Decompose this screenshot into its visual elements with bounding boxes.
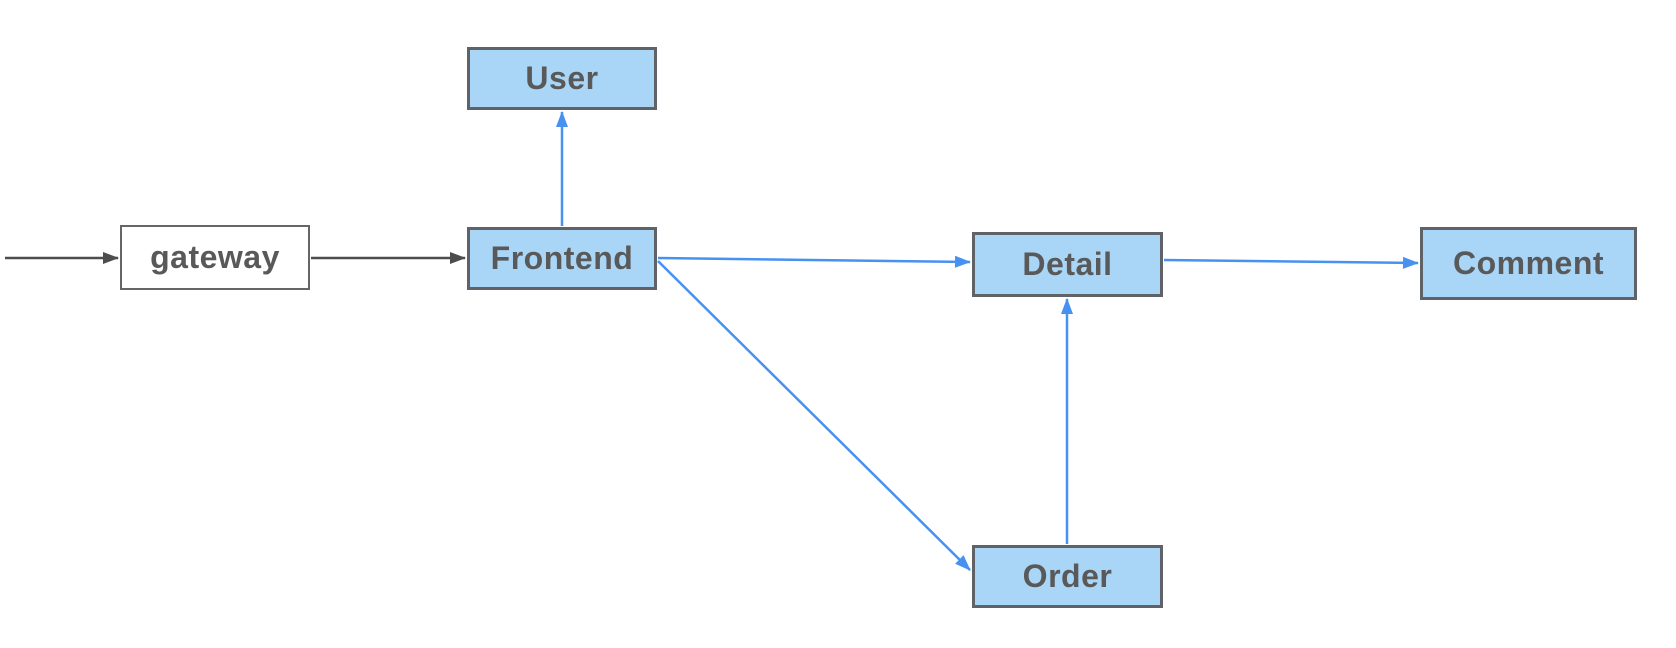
node-detail[interactable]: Detail [972,232,1163,297]
node-label-gateway: gateway [150,239,280,275]
node-gateway[interactable]: gateway [120,225,310,290]
node-label-frontend: Frontend [490,240,634,276]
node-user[interactable]: User [467,47,657,110]
node-label-comment: Comment [1452,245,1605,281]
node-comment[interactable]: Comment [1420,227,1637,300]
edge-frontend-to-order[interactable] [657,260,971,571]
node-order[interactable]: Order [972,545,1163,608]
node-label-order: Order [1022,558,1113,594]
edge-detail-to-comment[interactable] [1163,256,1419,269]
node-label-user: User [525,60,599,96]
node-label-detail: Detail [1022,246,1113,282]
edge-frontend-to-detail[interactable] [657,255,971,268]
node-frontend[interactable]: Frontend [467,227,657,290]
